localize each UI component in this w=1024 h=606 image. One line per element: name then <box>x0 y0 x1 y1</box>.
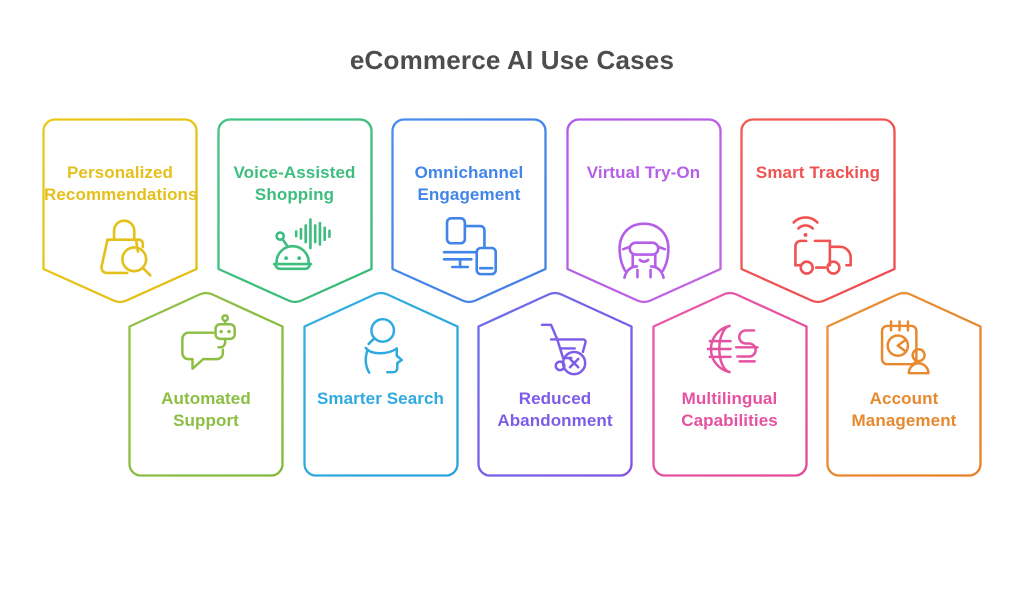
vr-headset-person-icon <box>617 222 670 279</box>
card-outline <box>565 118 722 304</box>
card-title: Reduced Abandonment <box>497 389 613 430</box>
card-title: Smarter Search <box>316 389 445 408</box>
card-omnichannel-engagement: Omnichannel Engagement <box>391 118 547 304</box>
card-outline <box>391 118 547 304</box>
card-virtual-try-on: Virtual Try-On <box>565 118 722 304</box>
card-outline <box>128 291 284 477</box>
globe-language-icon <box>706 324 759 374</box>
shopping-bag-search-icon <box>100 219 152 277</box>
card-outline <box>651 291 808 477</box>
page-title: eCommerce AI Use Cases <box>349 45 675 75</box>
card-title: Virtual Try-On <box>586 163 701 182</box>
card-reduced-abandonment: Reduced Abandonment <box>477 291 633 477</box>
voice-robot-icon <box>272 218 331 271</box>
card-multilingual-capabilities: Multilingual Capabilities <box>651 291 808 477</box>
card-outline <box>216 118 373 304</box>
card-title: Multilingual Capabilities <box>681 389 778 430</box>
card-title: Omnichannel Engagement <box>414 163 524 204</box>
card-smarter-search: Smarter Search <box>302 291 459 477</box>
card-account-management: Account Management <box>826 291 982 477</box>
cart-remove-icon <box>540 323 587 376</box>
card-title: Account Management <box>851 389 957 430</box>
card-smart-tracking: Smart Tracking <box>740 118 896 304</box>
card-automated-support: Automated Support <box>128 291 284 477</box>
card-outline <box>740 118 896 304</box>
card-title: Voice-Assisted Shopping <box>233 163 356 204</box>
card-outline <box>302 291 459 477</box>
card-outline <box>477 291 633 477</box>
card-outline <box>42 118 198 304</box>
delivery-truck-wifi-icon <box>792 216 852 275</box>
head-search-icon <box>364 317 403 374</box>
card-voice-assisted-shopping: Voice-Assisted Shopping <box>216 118 373 304</box>
calendar-user-icon <box>880 320 930 375</box>
chat-robot-icon <box>181 314 236 370</box>
card-title: Personalized Recommendations <box>44 163 198 204</box>
card-personalized-recommendations: Personalized Recommendations <box>42 118 198 304</box>
card-outline <box>826 291 982 477</box>
connected-devices-icon <box>442 217 498 276</box>
card-title: Automated Support <box>161 389 251 430</box>
card-title: Smart Tracking <box>755 163 881 182</box>
